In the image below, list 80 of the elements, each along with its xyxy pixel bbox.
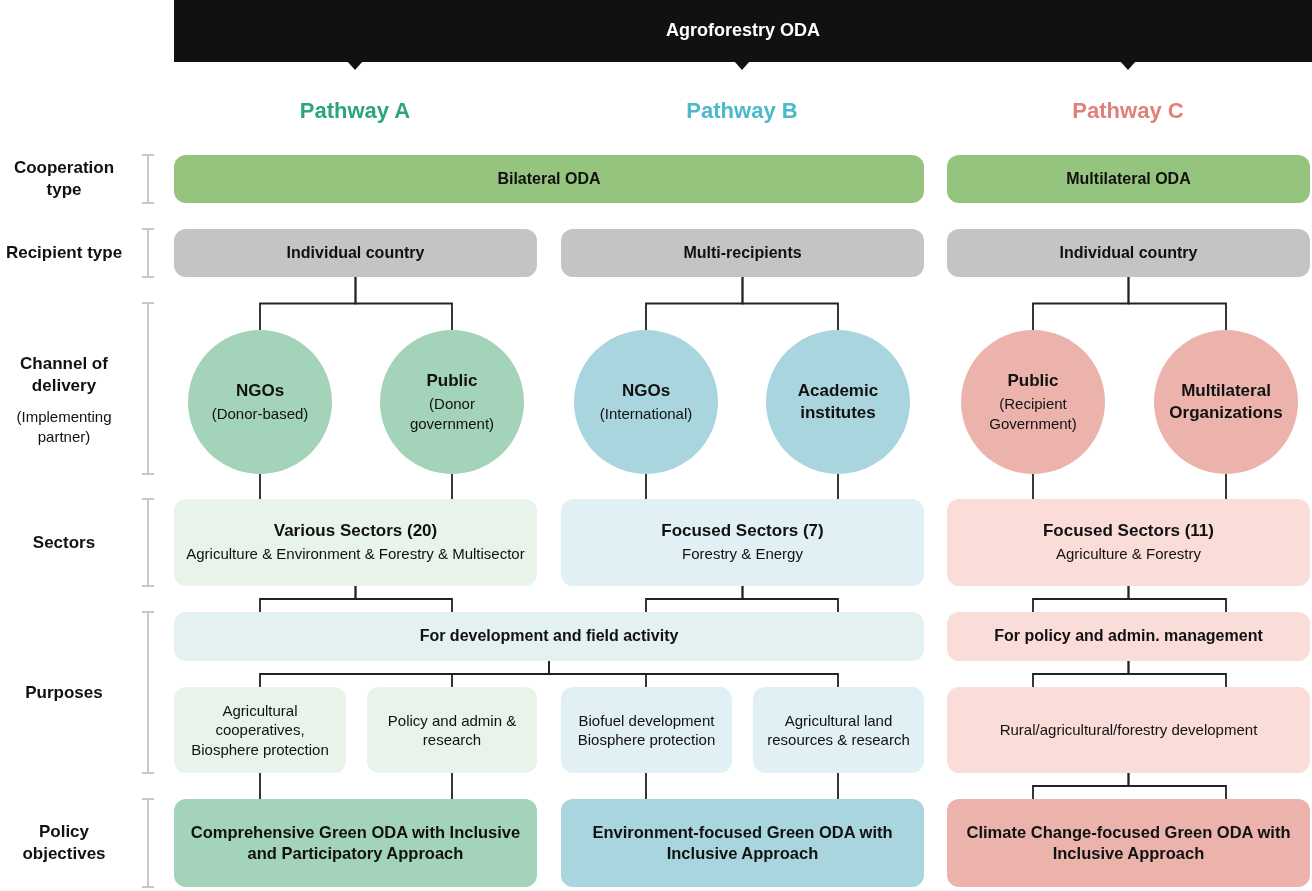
node-title: Public [426, 369, 478, 392]
purpose-box [561, 687, 732, 773]
node-title: Focused Sectors (11) [1043, 520, 1214, 543]
node-title: Individual country [1059, 242, 1198, 263]
recipient-box [947, 229, 1310, 277]
node-title: For policy and admin. management [994, 626, 1263, 647]
node-title: Climate Change-focused Green ODA with Inclusive Approach [965, 821, 1292, 864]
objective-box [561, 799, 924, 887]
connector-line [451, 772, 453, 800]
node-text: Agriculture & Environment & Forestry & Multisector [186, 544, 525, 565]
row-label: Cooperation type [12, 156, 116, 201]
purpose-box [753, 687, 924, 773]
connector-line [548, 660, 839, 688]
recipient-box [174, 229, 537, 277]
row-label: Policy objectives [21, 820, 107, 865]
row-label: Recipient type [5, 241, 123, 264]
connector-line [259, 473, 261, 500]
cooperation-box [947, 155, 1310, 203]
row-label: Channel of delivery [19, 352, 109, 397]
node-text: (Donor-based) [211, 403, 309, 424]
purpose-band [174, 612, 924, 661]
node-text: Forestry & Energy [682, 544, 803, 565]
node-title: Agricultural cooperatives, Biosphere protection [190, 700, 330, 760]
connector-line [741, 585, 839, 613]
node-title: Biofuel development Biosphere protection [576, 710, 717, 750]
cooperation-box [174, 155, 924, 203]
node-title: Various Sectors (20) [273, 520, 438, 543]
node-title: Agroforestry ODA [666, 19, 820, 43]
pathway-heading: Pathway B [686, 96, 798, 125]
purpose-band [947, 612, 1310, 661]
row-label: Purposes [25, 681, 103, 704]
connector-line [354, 276, 453, 331]
node-text: (International) [599, 403, 693, 424]
row-label: (Implementing partner) [15, 406, 113, 446]
connector-line [1127, 660, 1227, 688]
sector-box [561, 499, 924, 586]
objective-box [174, 799, 537, 887]
node-title: NGOs [621, 379, 671, 402]
connector-line [354, 585, 453, 613]
connector-line [645, 473, 647, 500]
node-title: Public [1007, 369, 1059, 392]
connector-line [1127, 772, 1227, 800]
title-bar [174, 0, 1312, 62]
connector-line [1225, 473, 1227, 500]
sector-box [174, 499, 537, 586]
objective-box [947, 799, 1310, 887]
node-title: Agricultural land resources & research [766, 710, 911, 750]
purpose-box [174, 687, 346, 773]
connector-line [837, 473, 839, 500]
node-title: Bilateral ODA [497, 168, 601, 189]
pathway-heading: Pathway A [299, 96, 411, 125]
connector-line [741, 276, 839, 331]
node-title: Focused Sectors (7) [661, 520, 824, 543]
node-text: (Recipient Government) [988, 393, 1078, 435]
connector-line [259, 772, 261, 800]
node-title: Rural/agricultural/forestry development [999, 720, 1258, 740]
node-title: Policy and admin & research [386, 710, 518, 750]
connector-line [451, 473, 453, 500]
purpose-box [947, 687, 1310, 773]
node-title: Multi-recipients [683, 242, 802, 263]
node-title: Environment-focused Green ODA with Inclusive Approach [591, 821, 894, 864]
node-title: NGOs [235, 379, 285, 402]
connector-line [645, 772, 647, 800]
node-title: Multilateral ODA [1066, 168, 1191, 189]
recipient-box [561, 229, 924, 277]
node-text: (Donor government) [408, 393, 496, 435]
connector-line [1127, 585, 1227, 613]
purpose-box [367, 687, 537, 773]
pathway-heading: Pathway C [1072, 96, 1184, 125]
node-title: Multilateral Organizations [1168, 379, 1284, 424]
connector-line [1032, 473, 1034, 500]
row-label: Sectors [32, 531, 96, 554]
connector-line [837, 772, 839, 800]
node-title: For development and field activity [419, 626, 679, 647]
node-title: Individual country [286, 242, 425, 263]
node-title: Academic institutes [796, 379, 880, 424]
connector-line [1127, 276, 1227, 331]
node-text: Agriculture & Forestry [1055, 544, 1201, 565]
node-title: Comprehensive Green ODA with Inclusive and Participatory Approach [189, 821, 522, 864]
sector-box [947, 499, 1310, 586]
